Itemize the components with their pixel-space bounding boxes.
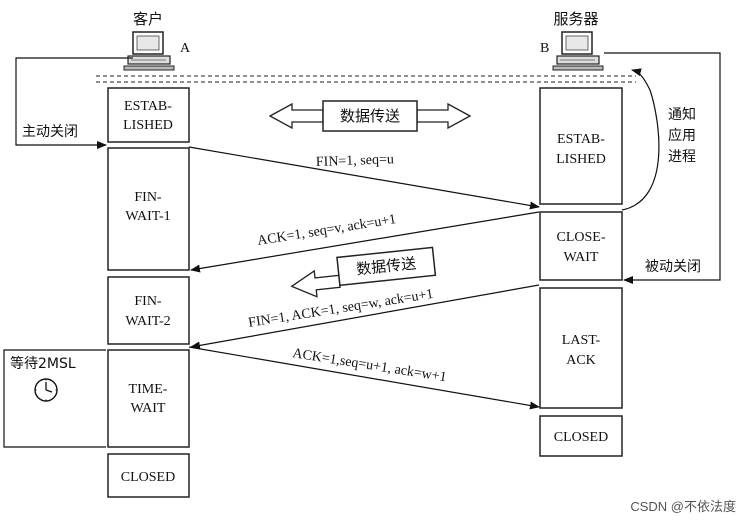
client-letter: A xyxy=(180,41,191,56)
passive-close-line xyxy=(604,52,721,284)
server-label: 服务器 xyxy=(553,10,598,28)
wait-2msl-bracket xyxy=(3,349,106,448)
client-label: 客户 xyxy=(133,10,163,28)
computer-icon-a xyxy=(123,31,175,71)
notify-app-line-3: 进程 xyxy=(668,149,696,165)
server-state-established: ESTAB- LISHED xyxy=(539,87,623,205)
active-close-line xyxy=(15,57,133,149)
computer-icon-b xyxy=(552,31,604,71)
svg-text:TIME-: TIME- xyxy=(129,382,168,397)
server-state-close-wait: CLOSE- WAIT xyxy=(539,211,623,281)
client-state-closed: CLOSED xyxy=(107,453,190,498)
wait-2msl-label: 等待2MSL xyxy=(10,355,76,372)
client-state-fin-wait-2: FIN- WAIT-2 xyxy=(107,276,190,345)
svg-text:ESTAB-: ESTAB- xyxy=(557,132,605,147)
svg-text:CLOSE-: CLOSE- xyxy=(557,230,606,245)
message-fin-1: FIN=1, seq=u xyxy=(188,146,540,210)
svg-text:ESTAB-: ESTAB- xyxy=(124,99,172,114)
svg-text:CLOSED: CLOSED xyxy=(554,430,608,445)
active-close-label: 主动关闭 xyxy=(22,124,78,140)
server-letter: B xyxy=(540,41,549,56)
svg-text:WAIT-1: WAIT-1 xyxy=(125,209,170,224)
passive-close-label: 被动关闭 xyxy=(645,259,701,275)
watermark: CSDN @不依法度 xyxy=(630,499,736,514)
svg-text:ACK: ACK xyxy=(566,353,596,368)
svg-text:数据传送: 数据传送 xyxy=(340,107,400,125)
svg-text:WAIT-2: WAIT-2 xyxy=(125,314,170,329)
server-state-closed: CLOSED xyxy=(539,415,623,457)
client-state-fin-wait-1: FIN- WAIT-1 xyxy=(107,147,190,271)
notify-app-line-1: 通知 xyxy=(668,106,696,123)
client-state-established: ESTAB- LISHED xyxy=(107,87,190,143)
svg-text:LISHED: LISHED xyxy=(123,118,173,133)
svg-text:LISHED: LISHED xyxy=(556,152,606,167)
svg-text:WAIT: WAIT xyxy=(564,250,599,265)
svg-text:ACK=1, seq=v, ack=u+1: ACK=1, seq=v, ack=u+1 xyxy=(256,212,397,249)
svg-text:FIN-: FIN- xyxy=(134,294,162,309)
notify-app-line-2: 应用 xyxy=(668,127,696,144)
clock-icon xyxy=(34,378,58,402)
svg-text:FIN-: FIN- xyxy=(134,190,162,205)
message-ack-2: ACK=1,seq=u+1, ack=w+1 xyxy=(188,346,540,410)
message-fin-2: FIN=1, ACK=1, seq=w, ack=u+1 xyxy=(190,284,540,350)
server-state-last-ack: LAST- ACK xyxy=(539,287,623,409)
svg-text:ACK=1,seq=u+1, ack=w+1: ACK=1,seq=u+1, ack=w+1 xyxy=(291,346,447,385)
svg-text:LAST-: LAST- xyxy=(562,333,601,348)
notify-app-curve xyxy=(621,68,660,211)
data-transfer-arrow-1: 数据传送 xyxy=(268,100,472,132)
data-transfer-arrow-2: 数据传送 xyxy=(290,246,437,298)
svg-text:FIN=1, seq=u: FIN=1, seq=u xyxy=(316,152,394,170)
svg-text:WAIT: WAIT xyxy=(131,401,166,416)
svg-text:CLOSED: CLOSED xyxy=(121,470,175,485)
client-state-time-wait: TIME- WAIT xyxy=(107,349,190,448)
